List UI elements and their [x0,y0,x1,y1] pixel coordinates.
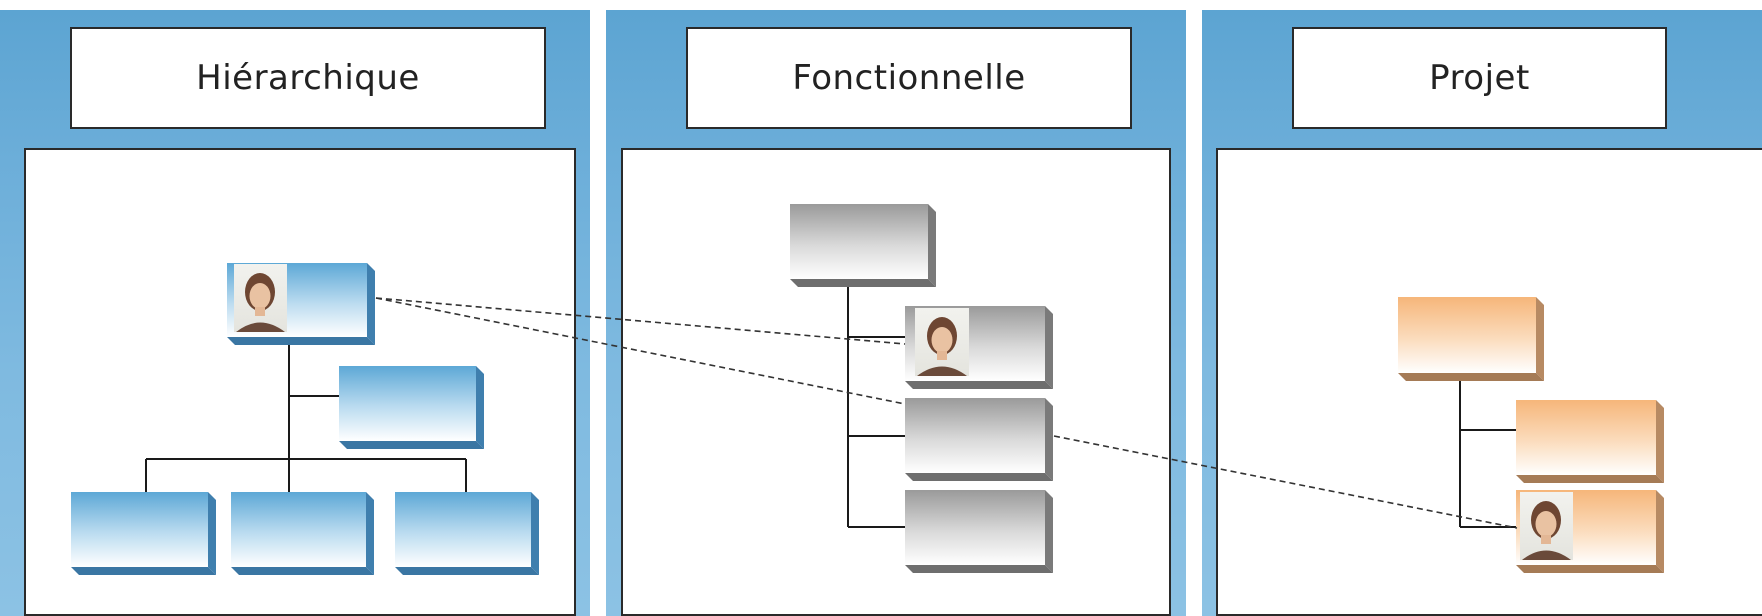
panel-body-hierarchique [24,148,576,616]
panel-title-fonctionnelle: Fonctionnelle [686,27,1132,129]
panel-body-fonctionnelle [621,148,1171,616]
panel-fonctionnelle: Fonctionnelle [606,10,1186,616]
panel-hierarchique: Hiérarchique [0,10,590,616]
panel-title-projet: Projet [1292,27,1667,129]
panel-body-projet [1216,148,1762,616]
panel-projet: Projet [1202,10,1762,616]
panel-title-hierarchique: Hiérarchique [70,27,546,129]
